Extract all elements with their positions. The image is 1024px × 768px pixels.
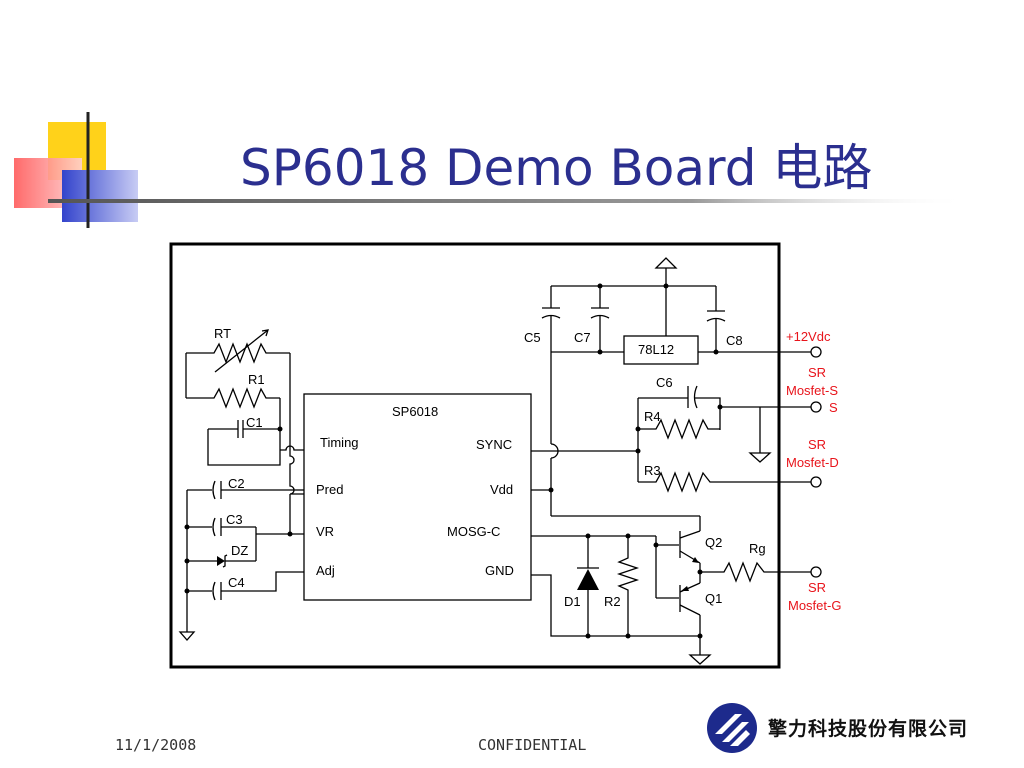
ground-s-icon [748, 452, 772, 463]
resistor-rg [700, 561, 816, 583]
ic-pin-sync: SYNC [476, 437, 512, 452]
resistor-r2 [616, 536, 640, 636]
label-r3: R3 [644, 463, 661, 478]
capacitor-c3 [187, 517, 256, 537]
ic-pin-pred: Pred [316, 482, 343, 497]
company-logo-icon [707, 703, 757, 753]
regulator-78l12 [623, 335, 699, 365]
ground-left-icon [178, 631, 196, 641]
label-rt: RT [214, 326, 231, 341]
footer-date: 11/1/2008 [115, 736, 197, 754]
ic-name: SP6018 [392, 404, 438, 419]
capacitor-c7 [590, 286, 610, 352]
capacitor-c1 [207, 420, 281, 466]
label-c8: C8 [726, 333, 743, 348]
resistor-r3 [638, 471, 816, 493]
label-c2: C2 [228, 476, 245, 491]
ic-pin-mosg-c: MOSG-C [447, 524, 500, 539]
resistor-r4 [638, 418, 720, 440]
footer-confidential: CONFIDENTIAL [478, 736, 587, 754]
schematic-frame [169, 242, 781, 669]
ic-body [303, 393, 532, 601]
ground-right-icon [688, 654, 712, 665]
ic-pin-vdd: Vdd [490, 482, 513, 497]
terminal-mosfet-d [810, 476, 822, 488]
company-name: 擎力科技股份有限公司 [768, 718, 969, 740]
label-r2: R2 [604, 594, 621, 609]
capacitor-c4 [187, 571, 304, 601]
capacitor-c2 [187, 480, 290, 500]
label-rg: Rg [749, 541, 766, 556]
vdc-arrow-icon [654, 257, 678, 269]
terminal-vdc [810, 346, 822, 358]
label-mosfet-s-3: S [829, 400, 838, 415]
label-q2: Q2 [705, 535, 722, 550]
label-mosfet-s-2: Mosfet-S [786, 383, 838, 398]
transistor-q1 [656, 582, 701, 616]
label-dz: DZ [231, 543, 248, 558]
label-vdc: +12Vdc [786, 329, 831, 344]
label-mosfet-g-2: Mosfet-G [788, 598, 841, 613]
label-78l12: 78L12 [638, 342, 674, 357]
label-q1: Q1 [705, 591, 722, 606]
label-c1: C1 [246, 415, 263, 430]
ic-pin-timing: Timing [320, 435, 359, 450]
diode-d1 [577, 536, 599, 636]
terminal-mosfet-s [810, 401, 822, 413]
capacitor-c5 [541, 286, 561, 444]
label-c5: C5 [524, 330, 541, 345]
thermistor-rt [186, 329, 290, 373]
label-d1: D1 [564, 594, 581, 609]
label-c7: C7 [574, 330, 591, 345]
ic-pin-vr: VR [316, 524, 334, 539]
transistor-q2 [656, 530, 701, 564]
label-c4: C4 [228, 575, 245, 590]
label-c6: C6 [656, 375, 673, 390]
label-c3: C3 [226, 512, 243, 527]
terminal-mosfet-g [810, 566, 822, 578]
label-r4: R4 [644, 409, 661, 424]
zener-dz [187, 527, 257, 568]
capacitor-c8 [706, 286, 726, 352]
page-title: SP6018 Demo Board 电路 [240, 139, 873, 197]
ic-pin-adj: Adj [316, 563, 335, 578]
ic-pin-gnd: GND [485, 563, 514, 578]
label-mosfet-d-1: SR [808, 437, 826, 452]
label-r1: R1 [248, 372, 265, 387]
label-mosfet-g-1: SR [808, 580, 826, 595]
title-rule [48, 199, 968, 203]
deco-blue-square [62, 170, 138, 222]
resistor-r1 [186, 387, 280, 409]
label-mosfet-d-2: Mosfet-D [786, 455, 839, 470]
label-mosfet-s-1: SR [808, 365, 826, 380]
capacitor-c6 [687, 385, 721, 430]
